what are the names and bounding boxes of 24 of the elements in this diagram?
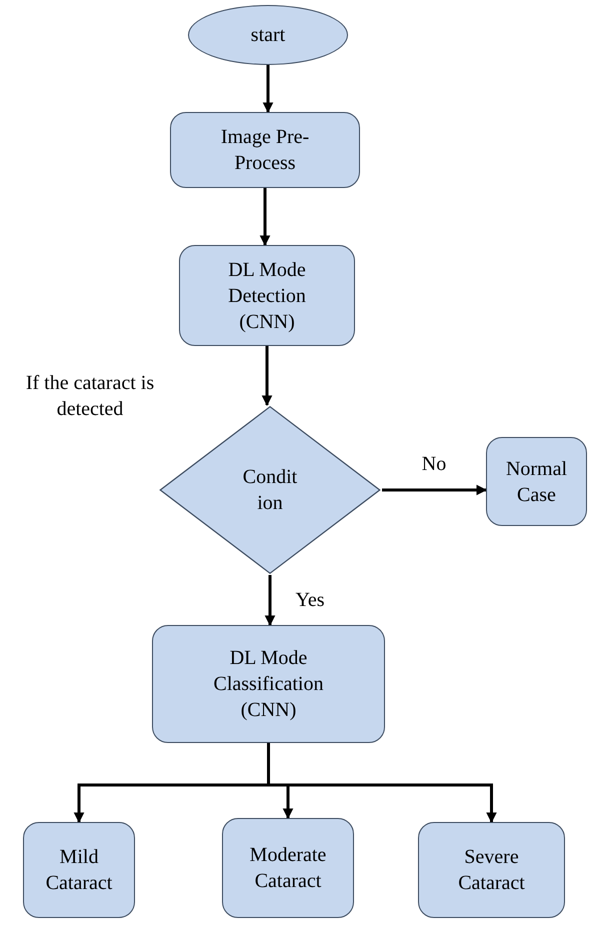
node-label: DL Mode Classification (CNN)	[212, 646, 324, 723]
arrow	[382, 484, 488, 496]
process-box	[486, 437, 587, 526]
arrow	[264, 575, 276, 626]
process-box	[23, 822, 135, 918]
node-label: Moderate Cataract	[248, 843, 328, 894]
process-box	[170, 112, 360, 188]
node-label: Image Pre-Process	[220, 125, 310, 176]
annotation-text: If the cataract is detected	[24, 371, 156, 422]
arrow	[260, 188, 270, 246]
process-box	[179, 245, 355, 346]
node-label: Severe Cataract	[457, 845, 526, 896]
arrow	[262, 346, 272, 406]
node-label: Condit ion	[242, 465, 298, 516]
arrow	[267, 743, 497, 824]
decision-diamond	[158, 405, 382, 575]
arrow	[262, 65, 274, 114]
node-label: Normal Case	[504, 456, 568, 508]
node-label: start	[250, 23, 286, 48]
process-box	[418, 822, 565, 918]
node-label: Mild Cataract	[44, 845, 114, 896]
process-box	[152, 625, 385, 743]
process-box	[222, 818, 354, 918]
node-label: DL Mode Detection (CNN)	[227, 258, 307, 334]
